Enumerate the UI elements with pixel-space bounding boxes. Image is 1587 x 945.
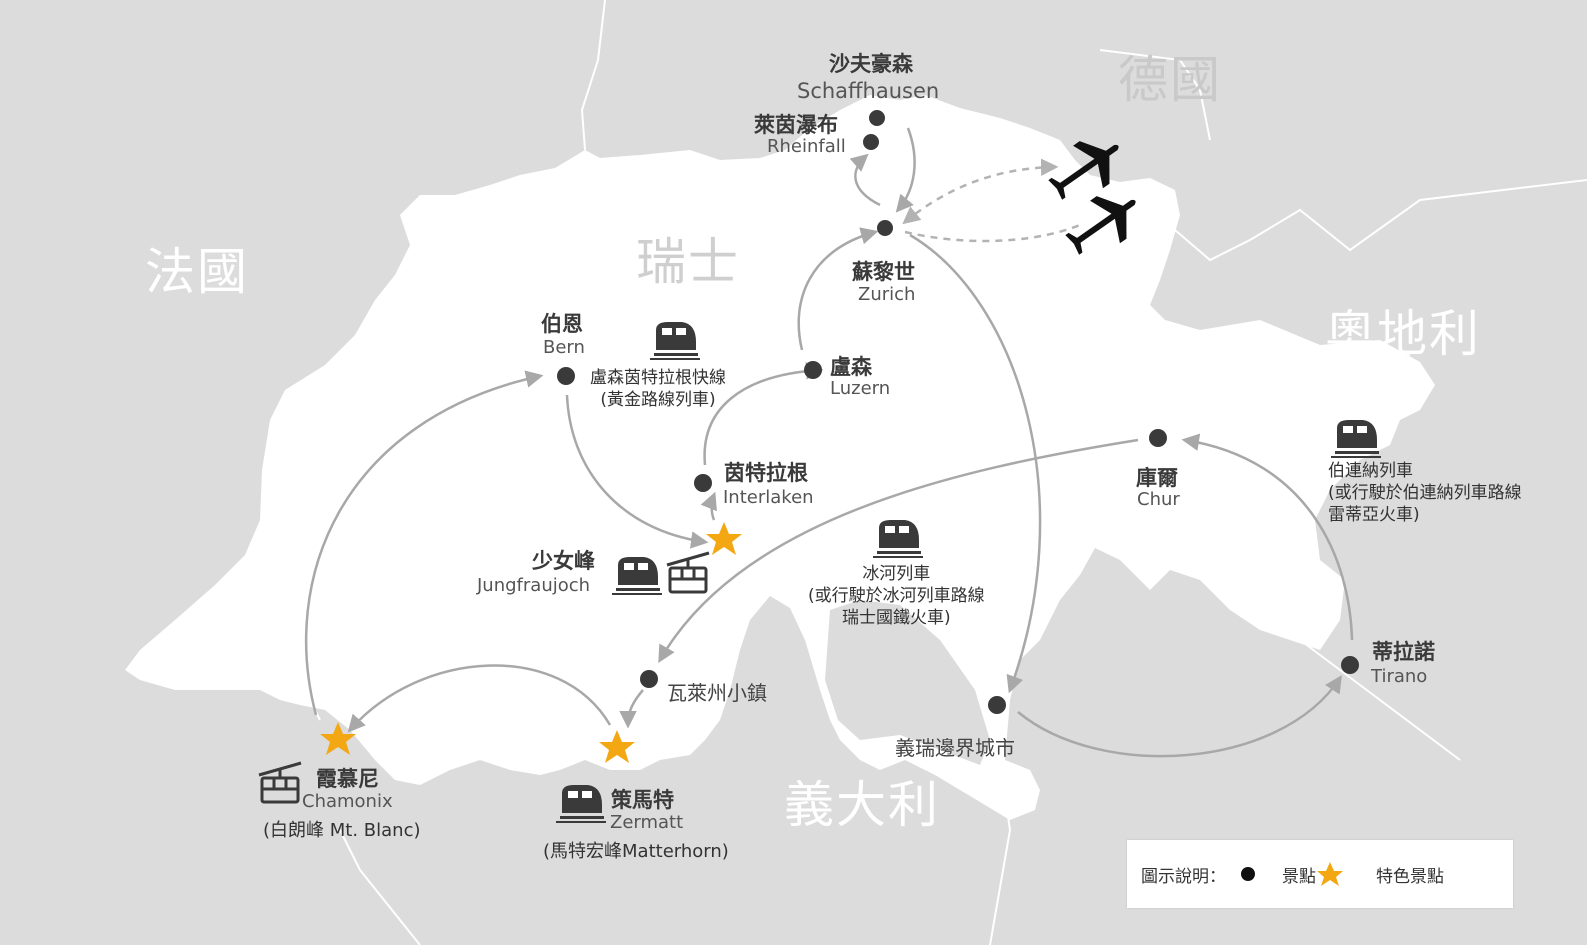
dot-icon	[1149, 429, 1167, 447]
country-label-italy: 義大利	[784, 776, 940, 834]
label-chur-en: Chur	[1137, 489, 1180, 510]
airplane-icon	[1048, 141, 1119, 200]
flight-arrows	[902, 158, 1081, 243]
switzerland-land	[125, 95, 1435, 820]
route-glacier-line2: (或行駛於冰河列車路線	[808, 586, 985, 606]
route-golden-pass: 盧森茵特拉根快線 (黃金路線列車)	[590, 367, 726, 411]
route-bernina-line1: 伯連納列車	[1328, 461, 1413, 481]
dot-icon	[804, 361, 822, 379]
country-label-austria: 奧地利	[1325, 305, 1481, 363]
star-icon	[599, 730, 635, 763]
country-label-switzerland: 瑞士	[636, 233, 740, 291]
label-chamonix-en: Chamonix	[302, 791, 393, 812]
dot-icon	[1341, 656, 1359, 674]
label-chur-zh: 庫爾	[1136, 466, 1178, 490]
train-icon	[873, 520, 923, 558]
dot-icon	[877, 220, 893, 236]
label-zermatt-en: Zermatt	[610, 812, 684, 833]
dot-icon	[869, 110, 885, 126]
label-rheinfall-en: Rheinfall	[767, 136, 846, 157]
train-icon	[650, 322, 700, 360]
dot-icon	[863, 134, 879, 150]
label-zermatt-note: (馬特宏峰Matterhorn)	[543, 841, 729, 862]
route-golden-pass-line1: 盧森茵特拉根快線	[590, 368, 726, 388]
legend-spot-label: 景點	[1282, 866, 1316, 887]
label-jungfraujoch-zh: 少女峰	[532, 549, 595, 573]
label-tirano-en: Tirano	[1371, 666, 1428, 687]
label-rheinfall-zh: 萊茵瀑布	[754, 113, 838, 137]
star-icon	[706, 522, 742, 555]
route-bernina-line3: 雷蒂亞火車)	[1328, 505, 1420, 525]
route-bernina-line2: (或行駛於伯連納列車路線	[1328, 483, 1522, 503]
label-interlaken-zh: 茵特拉根	[724, 461, 808, 485]
label-luzern-en: Luzern	[830, 378, 891, 399]
label-tirano-zh: 蒂拉諾	[1372, 640, 1435, 664]
label-interlaken-en: Interlaken	[723, 487, 814, 508]
label-luzern-zh: 盧森	[830, 355, 872, 379]
label-zermatt-zh: 策馬特	[611, 788, 674, 812]
dot-icon	[557, 367, 575, 385]
star-icon	[1317, 862, 1343, 886]
legend-feature-label: 特色景點	[1376, 866, 1444, 887]
location-dots	[557, 110, 1359, 714]
dot-icon	[694, 474, 712, 492]
route-glacier-line1: 冰河列車	[862, 564, 931, 584]
route-bernina: 伯連納列車 (或行駛於伯連納列車路線 雷蒂亞火車)	[1328, 460, 1522, 526]
route-glacier-line3: 瑞士國鐵火車)	[842, 608, 951, 628]
label-bern-en: Bern	[543, 337, 585, 358]
label-schaffhausen-zh: 沙夫豪森	[829, 52, 913, 76]
country-label-france: 法國	[145, 243, 249, 301]
italy-south-region	[1070, 560, 1330, 705]
cable-car-icon	[258, 761, 302, 804]
train-icon	[612, 557, 662, 595]
cable-car-icon	[666, 551, 710, 594]
train-icon	[1331, 420, 1381, 458]
feature-stars	[320, 522, 742, 763]
dot-icon	[640, 670, 658, 688]
label-chamonix-zh: 霞慕尼	[316, 767, 379, 791]
star-icon	[320, 722, 356, 755]
dot-icon	[1241, 867, 1255, 881]
label-schaffhausen-en: Schaffhausen	[797, 79, 940, 103]
label-wallis-town: 瓦萊州小鎮	[667, 681, 767, 705]
label-bern-zh: 伯恩	[541, 312, 583, 336]
airplane-icon	[1065, 196, 1136, 255]
italy-lake-region	[825, 600, 990, 765]
label-jungfraujoch-en: Jungfraujoch	[477, 575, 591, 596]
legend-title: 圖示說明：	[1141, 866, 1226, 887]
label-zurich-en: Zurich	[858, 284, 916, 305]
label-chamonix-note: (白朗峰 Mt. Blanc)	[263, 820, 421, 841]
country-label-germany: 德國	[1118, 51, 1222, 109]
route-golden-pass-line2: (黃金路線列車)	[600, 390, 716, 410]
label-border-city: 義瑞邊界城市	[895, 736, 1015, 760]
dot-icon	[988, 696, 1006, 714]
label-zurich-zh: 蘇黎世	[852, 260, 915, 284]
route-glacier: 冰河列車 (或行駛於冰河列車路線 瑞士國鐵火車)	[808, 563, 985, 629]
train-icon	[556, 785, 606, 823]
map-legend: 圖示說明： 景點 特色景點	[1127, 840, 1513, 908]
